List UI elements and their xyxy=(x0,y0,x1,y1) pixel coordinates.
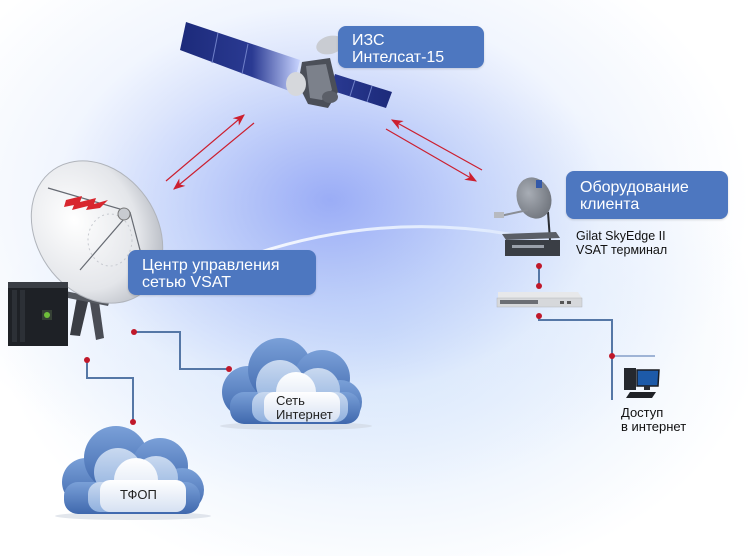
client-label-line-1: Оборудование xyxy=(580,179,689,196)
internet-cloud-label-line-1: Сеть xyxy=(276,393,305,408)
signal-arrows-client xyxy=(385,119,483,182)
small-dish-icon xyxy=(494,177,552,241)
server-rack-icon xyxy=(8,282,68,346)
hub-label-line-2: сетью VSAT xyxy=(142,274,232,291)
satellite-label-line-1: ИЗС xyxy=(352,32,385,49)
connector-switch-computer xyxy=(536,313,655,400)
cloud-pstn-icon xyxy=(55,426,211,520)
satellite-label: ИЗС Интелсат-15 xyxy=(338,26,484,68)
signal-arrows-hub xyxy=(165,114,255,190)
terminal-caption: Gilat SkyEdge II VSAT терминал xyxy=(576,229,667,257)
connector-terminal-switch xyxy=(536,263,542,289)
computer-caption-line-1: Доступ xyxy=(621,405,664,420)
computer-caption-line-2: в интернет xyxy=(621,419,687,434)
connector-hub-internet xyxy=(131,329,232,372)
connector-hub-pstn xyxy=(84,357,136,425)
desktop-computer-icon xyxy=(624,368,660,398)
satellite-icon xyxy=(180,22,392,108)
hub-label: Центр управления сетью VSAT xyxy=(128,250,316,295)
terminal-caption-line-1: Gilat SkyEdge II xyxy=(576,229,666,243)
client-label-line-2: клиента xyxy=(580,196,640,213)
cloud-internet-icon xyxy=(220,338,372,430)
hub-label-line-1: Центр управления xyxy=(142,257,280,274)
pstn-cloud-label-line-1: ТФОП xyxy=(120,487,157,502)
computer-caption: Доступ в интернет xyxy=(621,406,686,434)
pstn-cloud-label: ТФОП xyxy=(120,488,157,502)
internet-cloud-label-line-2: Интернет xyxy=(276,407,333,422)
client-equipment-label: Оборудование клиента xyxy=(566,171,728,219)
vsat-modem-icon xyxy=(502,232,560,256)
network-switch-icon xyxy=(496,292,583,308)
internet-cloud-label: Сеть Интернет xyxy=(276,394,333,422)
satellite-label-line-2: Интелсат-15 xyxy=(352,49,445,66)
terminal-caption-line-2: VSAT терминал xyxy=(576,243,668,257)
